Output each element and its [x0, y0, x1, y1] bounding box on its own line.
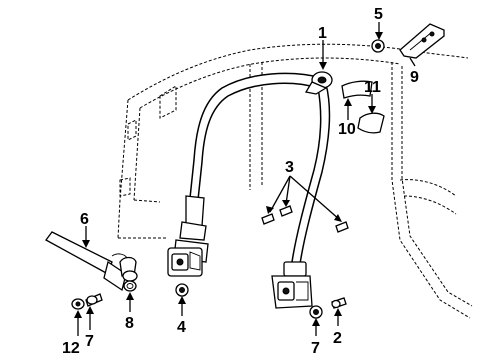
- buckle-stalk-part-6: [45, 231, 138, 292]
- trim-cover-part-11: [357, 112, 385, 134]
- bracket-part-9: [399, 23, 445, 59]
- callout-9: 9: [410, 69, 419, 86]
- leader-lines: [74, 22, 416, 336]
- bolt-part-2: [331, 297, 347, 309]
- callout-6: 6: [80, 211, 89, 228]
- callout-5: 5: [374, 6, 383, 23]
- clip-part-5: [371, 39, 385, 53]
- callout-12: 12: [62, 340, 80, 357]
- callout-11: 11: [364, 79, 381, 96]
- callout-7-left: 7: [85, 333, 94, 350]
- right-retractor: [271, 261, 313, 309]
- bolt-part-12: [71, 298, 85, 310]
- bushing-part-8: [123, 280, 137, 292]
- nut-part-7-right: [309, 305, 323, 319]
- bolts-part-3: [261, 205, 349, 233]
- callout-3: 3: [285, 159, 294, 176]
- callout-4: 4: [177, 319, 186, 336]
- upper-anchor-part-1: [304, 71, 333, 95]
- callout-10: 10: [338, 121, 356, 138]
- callout-2: 2: [333, 330, 342, 347]
- callout-8: 8: [125, 315, 134, 332]
- callout-1: 1: [318, 25, 327, 42]
- callout-7-right: 7: [311, 340, 320, 357]
- trim-cover-part-10: [341, 80, 373, 99]
- shoulder-belt-webbing: [189, 72, 331, 265]
- nut-part-4: [175, 283, 189, 297]
- bolt-part-7-left: [85, 293, 103, 307]
- left-retractor: [167, 195, 209, 277]
